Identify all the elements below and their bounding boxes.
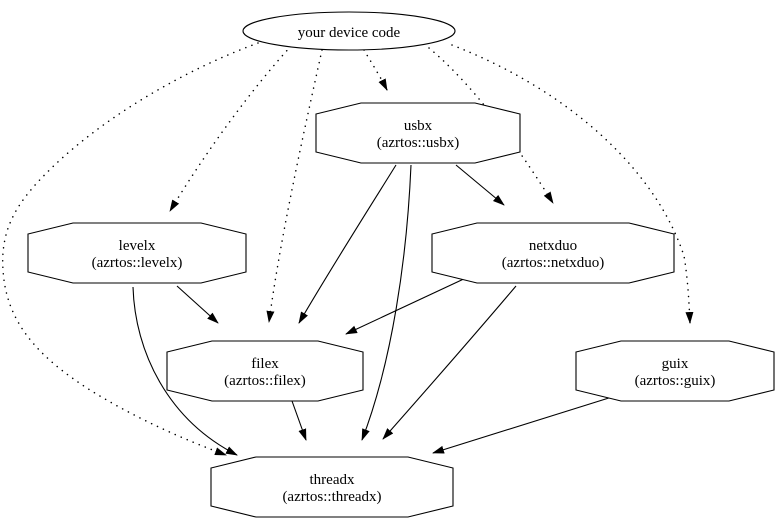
node-usbx: usbx (azrtos::usbx) — [315, 102, 521, 164]
filex-label: filex — [251, 356, 279, 372]
filex-shape — [166, 340, 364, 402]
edge-usbx-netxduo — [455, 164, 505, 206]
your-device-code-label: your device code — [298, 25, 401, 41]
threadx-label: threadx — [310, 472, 355, 488]
node-your-device-code: your device code — [242, 11, 456, 51]
edge-device-usbx — [363, 49, 388, 91]
netxduo-shape — [431, 222, 675, 284]
threadx-shape — [210, 456, 454, 518]
your-device-code-shape — [242, 11, 456, 51]
levelx-sublabel: (azrtos::levelx) — [92, 255, 183, 271]
edge-guix-threadx — [432, 396, 613, 454]
edge-device-levelx — [169, 45, 292, 212]
usbx-shape — [315, 102, 521, 164]
netxduo-label: netxduo — [529, 238, 577, 254]
threadx-sublabel: (azrtos::threadx) — [282, 489, 381, 505]
edge-filex-threadx — [291, 400, 307, 441]
node-levelx: levelx (azrtos::levelx) — [27, 222, 247, 284]
edge-levelx-filex — [176, 285, 219, 324]
edge-device-threadx — [1, 42, 259, 456]
edge-levelx-threadx — [132, 286, 238, 456]
levelx-shape — [27, 222, 247, 284]
guix-label: guix — [662, 356, 689, 372]
filex-sublabel: (azrtos::filex) — [224, 373, 306, 389]
guix-sublabel: (azrtos::guix) — [635, 373, 716, 389]
edge-device-filex — [266, 49, 323, 323]
edge-usbx-filex — [298, 164, 397, 324]
edge-device-guix — [451, 44, 694, 324]
node-filex: filex (azrtos::filex) — [166, 340, 364, 402]
edge-usbx-threadx — [361, 164, 412, 441]
node-netxduo: netxduo (azrtos::netxduo) — [431, 222, 675, 284]
levelx-label: levelx — [119, 238, 156, 254]
guix-shape — [575, 340, 775, 402]
netxduo-sublabel: (azrtos::netxduo) — [502, 255, 604, 271]
node-threadx: threadx (azrtos::threadx) — [210, 456, 454, 518]
dotted-edges — [1, 42, 694, 456]
solid-edges — [132, 164, 613, 456]
node-guix: guix (azrtos::guix) — [575, 340, 775, 402]
usbx-label: usbx — [404, 118, 433, 134]
edge-netxduo-filex — [345, 276, 469, 335]
edge-netxduo-threadx — [382, 285, 517, 440]
usbx-sublabel: (azrtos::usbx) — [377, 135, 459, 151]
